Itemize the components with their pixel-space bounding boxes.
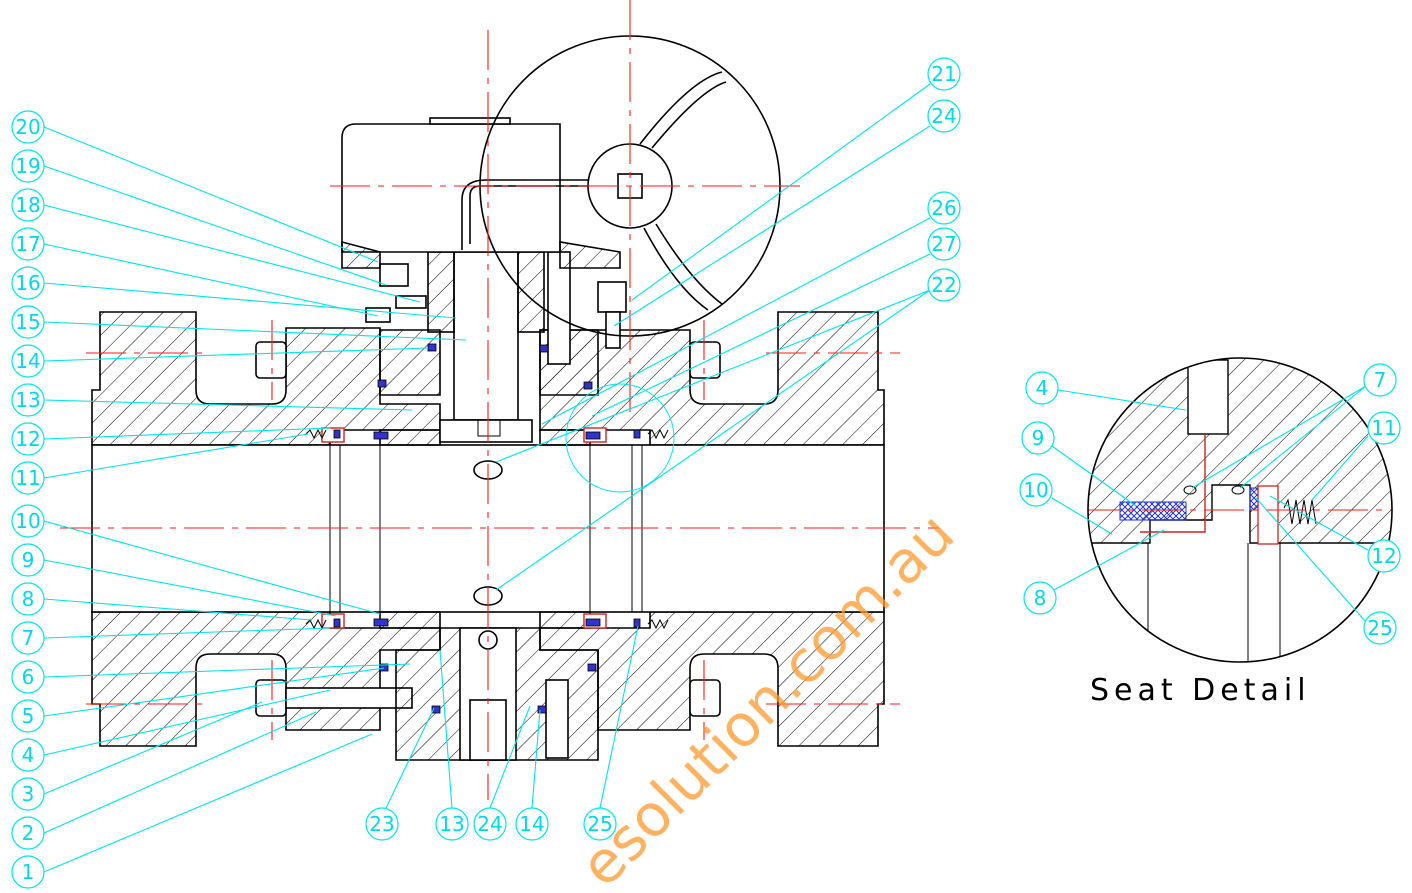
svg-text:13: 13 (15, 388, 40, 412)
balloon-11: 11 (11, 433, 309, 495)
left-balloons: 20 19 18 17 16 15 14 (11, 110, 467, 889)
detail-balloons: 4 9 10 8 7 11 (1019, 363, 1401, 645)
bolt-upper-left (255, 341, 287, 379)
seat-detail: Seat Detail (1087, 357, 1393, 708)
svg-text:24: 24 (477, 812, 502, 836)
balloon-7: 7 (11, 621, 331, 655)
balloon-23: 23 (365, 707, 435, 841)
balloon-14: 14 (11, 344, 429, 378)
balloon-14-bottom: 14 (515, 709, 549, 841)
detail-balloon-12: 12 (1269, 495, 1401, 573)
balloon-5: 5 (11, 667, 385, 733)
bottom-balloons: 23 13 24 14 25 (365, 625, 639, 841)
balloon-9: 9 (11, 543, 337, 617)
svg-text:20: 20 (15, 115, 40, 139)
svg-text:6: 6 (22, 665, 35, 689)
detail-balloon-4: 4 (1025, 371, 1187, 411)
bolt-lower-right (689, 679, 721, 717)
svg-text:21: 21 (931, 62, 956, 86)
balloon-8: 8 (11, 582, 313, 621)
svg-text:3: 3 (22, 782, 35, 806)
detail-balloon-7: 7 (1191, 363, 1397, 489)
svg-text:5: 5 (22, 704, 35, 728)
svg-text:14: 14 (15, 349, 40, 373)
svg-text:10: 10 (15, 509, 40, 533)
svg-text:9: 9 (1032, 426, 1045, 450)
right-balloons: 21 24 26 27 22 (495, 57, 961, 591)
svg-text:27: 27 (931, 232, 956, 256)
detail-circle (1087, 357, 1393, 663)
balloon-4: 4 (11, 689, 331, 772)
detail-caption: Seat Detail (1090, 673, 1311, 708)
svg-text:7: 7 (1374, 368, 1387, 392)
balloon-13-bottom: 13 (435, 649, 469, 841)
balloon-27: 27 (591, 227, 961, 417)
balloon-15: 15 (11, 305, 467, 341)
balloon-26: 26 (541, 191, 961, 425)
balloon-3: 3 (11, 701, 263, 811)
svg-text:15: 15 (15, 310, 40, 334)
balloon-1: 1 (11, 733, 373, 889)
svg-text:4: 4 (22, 743, 35, 767)
svg-text:16: 16 (15, 271, 40, 295)
svg-text:8: 8 (22, 587, 35, 611)
valve-section-view (60, 0, 940, 800)
svg-text:12: 12 (1371, 544, 1396, 568)
detail-marker-circle (565, 383, 675, 493)
svg-text:11: 11 (1371, 416, 1396, 440)
balloon-13: 13 (11, 383, 413, 417)
svg-text:8: 8 (1034, 586, 1047, 610)
svg-text:11: 11 (15, 466, 40, 490)
detail-balloon-8: 8 (1023, 529, 1165, 615)
svg-text:4: 4 (1036, 376, 1049, 400)
svg-text:24: 24 (931, 104, 956, 128)
balloon-18: 18 (11, 188, 421, 303)
balloon-2: 2 (11, 711, 317, 850)
balloon-6: 6 (11, 660, 411, 694)
detail-balloon-11: 11 (1311, 411, 1401, 501)
balloon-22: 22 (495, 268, 961, 591)
balloon-17: 17 (11, 227, 379, 317)
svg-text:13: 13 (439, 812, 464, 836)
svg-text:14: 14 (519, 812, 544, 836)
svg-text:26: 26 (931, 196, 956, 220)
balloon-25-bottom: 25 (583, 625, 639, 841)
svg-text:22: 22 (931, 273, 956, 297)
svg-text:12: 12 (15, 427, 40, 451)
svg-text:1: 1 (22, 860, 35, 884)
balloon-12: 12 (11, 422, 331, 456)
gearbox-housing (341, 123, 561, 253)
balloon-19: 19 (11, 149, 387, 286)
svg-text:10: 10 (1023, 478, 1048, 502)
svg-text:25: 25 (587, 812, 612, 836)
balloon-16: 16 (11, 266, 457, 319)
svg-text:25: 25 (1367, 616, 1392, 640)
svg-text:9: 9 (22, 548, 35, 572)
svg-text:17: 17 (15, 232, 40, 256)
seat-rings (305, 427, 669, 630)
ball (379, 429, 591, 629)
valve-body-lower (91, 611, 441, 747)
balloon-21: 21 (631, 57, 961, 301)
detail-balloon-25: 25 (1255, 497, 1397, 645)
detail-balloon-9: 9 (1021, 421, 1137, 507)
balloon-20: 20 (11, 110, 379, 263)
stem (453, 251, 519, 421)
detail-balloon-10: 10 (1019, 473, 1113, 535)
svg-text:7: 7 (22, 626, 35, 650)
balloon-10: 10 (11, 504, 381, 615)
svg-text:19: 19 (15, 154, 40, 178)
bolt-upper-right (689, 341, 721, 379)
svg-text:18: 18 (15, 193, 40, 217)
svg-text:2: 2 (22, 821, 35, 845)
balloon-24-bottom: 24 (473, 705, 531, 841)
balloon-24-right: 24 (613, 99, 961, 327)
center-lines (60, 0, 940, 800)
svg-text:23: 23 (369, 812, 394, 836)
